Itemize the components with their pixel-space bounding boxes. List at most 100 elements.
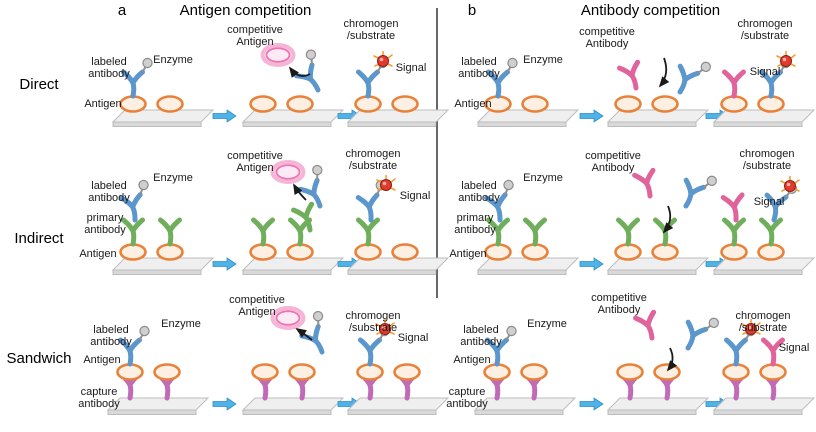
competitive-antibody-icon bbox=[620, 62, 645, 91]
antigen-icon bbox=[521, 95, 549, 113]
antigen-icon bbox=[119, 243, 147, 261]
antigen-icon bbox=[720, 243, 748, 261]
label-labeled-antibody: labeled antibody bbox=[88, 56, 130, 81]
antigen-icon bbox=[520, 363, 548, 381]
antigen-icon bbox=[249, 95, 277, 113]
plate-icon bbox=[477, 109, 579, 127]
label-signal: Signal bbox=[397, 332, 429, 344]
antigen-icon bbox=[286, 95, 314, 113]
plate-icon bbox=[477, 257, 579, 275]
scene-b-sandwich-2 bbox=[607, 310, 720, 415]
step-arrow-icon bbox=[579, 397, 604, 411]
antigen-icon bbox=[391, 243, 419, 261]
label-labeled-antibody: labeled antibody bbox=[460, 324, 502, 349]
step-arrow-icon bbox=[579, 257, 604, 271]
antigen-icon bbox=[356, 363, 384, 381]
binding-arrow-icon bbox=[658, 57, 670, 88]
labeled-antibody-icon bbox=[671, 54, 712, 100]
label-signal: Signal bbox=[749, 66, 781, 78]
label-antigen: Antigen bbox=[453, 354, 491, 366]
scene-b-indirect-3 bbox=[713, 175, 815, 275]
antigen-icon bbox=[483, 363, 511, 381]
label-antigen: Antigen bbox=[454, 98, 492, 110]
plate-icon bbox=[713, 257, 815, 275]
label-enzyme: Enzyme bbox=[523, 54, 563, 66]
label-enzyme: Enzyme bbox=[161, 318, 201, 330]
binding-arrow-icon bbox=[288, 66, 311, 78]
plate-icon bbox=[607, 397, 709, 415]
label-chromogen-substrate: chromogen /substrate bbox=[345, 310, 401, 335]
plate-icon bbox=[112, 257, 214, 275]
label-antigen: Antigen bbox=[83, 354, 121, 366]
competitive-antibody-icon bbox=[723, 195, 745, 221]
binding-arrow-icon bbox=[293, 183, 307, 201]
label-antigen: Antigen bbox=[84, 98, 122, 110]
antigen-icon bbox=[757, 95, 785, 113]
binding-arrow-icon bbox=[662, 205, 674, 234]
label-labeled-antibody: labeled antibody bbox=[88, 180, 130, 205]
primary-antibody-icon bbox=[725, 220, 744, 244]
primary-antibody-icon bbox=[254, 220, 273, 244]
label-competitive-antibody: competitive Antibody bbox=[585, 150, 641, 175]
primary-antibody-icon bbox=[161, 220, 180, 244]
antigen-icon bbox=[759, 363, 787, 381]
label-competitive-antibody: competitive Antibody bbox=[579, 26, 635, 51]
label-competitive-antibody: competitive Antibody bbox=[591, 292, 647, 317]
row-label-direct: Direct bbox=[19, 76, 59, 93]
label-labeled-antibody: labeled antibody bbox=[458, 180, 500, 205]
label-chromogen-substrate: chromogen /substrate bbox=[343, 18, 399, 43]
antigen-icon bbox=[354, 243, 382, 261]
antigen-icon bbox=[614, 95, 642, 113]
step-arrow-icon bbox=[212, 397, 237, 411]
antigen-icon bbox=[651, 243, 679, 261]
step-arrow-icon bbox=[579, 109, 604, 123]
antigen-icon bbox=[249, 243, 277, 261]
antigen-icon bbox=[722, 363, 750, 381]
label-signal: Signal bbox=[395, 62, 427, 74]
plate-icon bbox=[607, 109, 709, 127]
antigen-icon bbox=[156, 243, 184, 261]
label-primary-antibody: primary antibody bbox=[454, 212, 496, 237]
antigen-icon bbox=[116, 363, 144, 381]
label-antigen: Antigen bbox=[79, 248, 117, 260]
antigen-icon bbox=[251, 363, 279, 381]
antigen-icon bbox=[286, 243, 314, 261]
label-capture-antibody: capture antibody bbox=[446, 386, 488, 411]
primary-antibody-icon bbox=[359, 220, 378, 244]
scene-b-direct-3 bbox=[713, 50, 815, 127]
scene-b-indirect-2 bbox=[607, 168, 718, 275]
antigen-icon bbox=[653, 363, 681, 381]
plate-icon bbox=[713, 109, 815, 127]
antigen-icon bbox=[153, 363, 181, 381]
label-chromogen-substrate: chromogen /substrate bbox=[735, 310, 791, 335]
primary-antibody-icon bbox=[526, 220, 545, 244]
scene-a-sandwich-2 bbox=[242, 306, 344, 415]
plate-icon bbox=[347, 109, 449, 127]
label-competitive-antigen: competitive Antigen bbox=[229, 294, 285, 319]
plate-icon bbox=[242, 109, 344, 127]
label-signal: Signal bbox=[399, 190, 431, 202]
binding-arrow-icon bbox=[666, 347, 678, 372]
plate-icon bbox=[347, 397, 449, 415]
label-primary-antibody: primary antibody bbox=[84, 212, 126, 237]
antigen-icon bbox=[393, 363, 421, 381]
label-labeled-antibody: labeled antibody bbox=[458, 56, 500, 81]
label-chromogen-substrate: chromogen /substrate bbox=[345, 148, 401, 173]
step-arrow-icon bbox=[212, 257, 237, 271]
panel-b-title: Antibody competition bbox=[580, 2, 721, 19]
antigen-icon bbox=[288, 363, 316, 381]
label-chromogen-substrate: chromogen /substrate bbox=[739, 148, 795, 173]
row-label-indirect: Indirect bbox=[14, 230, 64, 247]
scene-b-direct-2 bbox=[607, 54, 712, 127]
competitive-antibody-icon bbox=[725, 72, 744, 96]
plate-icon bbox=[242, 257, 344, 275]
signal-icon bbox=[780, 175, 800, 193]
scene-a-indirect-2 bbox=[242, 160, 344, 275]
panel-b-letter: b bbox=[467, 2, 477, 19]
competitive-antibody-icon bbox=[636, 312, 661, 341]
labeled-antibody-icon bbox=[677, 168, 718, 214]
label-chromogen-substrate: chromogen /substrate bbox=[737, 18, 793, 43]
panel-a-letter: a bbox=[117, 2, 127, 19]
label-labeled-antibody: labeled antibody bbox=[90, 324, 132, 349]
antigen-icon bbox=[391, 95, 419, 113]
